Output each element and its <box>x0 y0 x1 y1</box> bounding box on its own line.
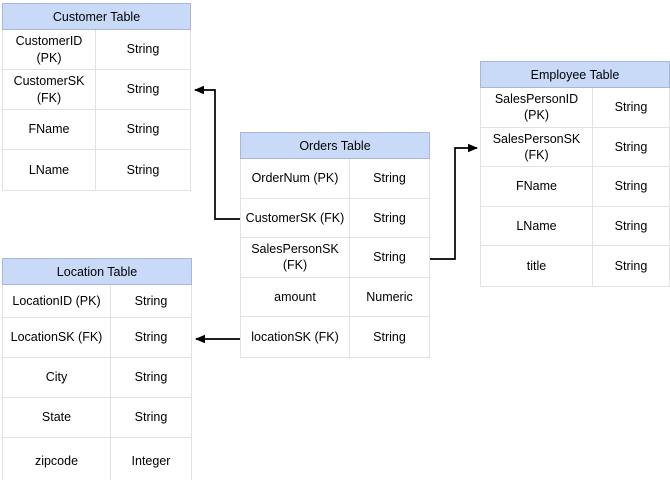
field-name-cell: LName <box>481 206 593 246</box>
field-name-cell: FName <box>481 167 593 207</box>
entity-table-employee: Employee Table SalesPersonID (PK) String… <box>480 61 670 287</box>
table-title: Orders Table <box>240 132 430 159</box>
field-type-cell: String <box>111 318 191 358</box>
table-row: OrderNum (PK) String <box>241 159 429 199</box>
field-name-cell: SalesPersonSK (FK) <box>481 127 593 167</box>
field-type-cell: String <box>593 167 669 207</box>
table-row: SalesPersonSK (FK) String <box>481 127 669 167</box>
table-row: City String <box>3 358 191 398</box>
field-name-cell: SalesPersonSK (FK) <box>241 238 350 278</box>
table-row: CustomerID (PK) String <box>3 30 190 70</box>
table-body: SalesPersonID (PK) String SalesPersonSK … <box>480 88 670 287</box>
table-row: SalesPersonID (PK) String <box>481 88 669 128</box>
table-row: LocationID (PK) String <box>3 285 191 318</box>
field-name-cell: CustomerSK (FK) <box>241 198 350 238</box>
field-name-cell: LName <box>3 150 96 190</box>
table-row: State String <box>3 398 191 438</box>
table-body: OrderNum (PK) String CustomerSK (FK) Str… <box>240 159 430 358</box>
field-type-cell: String <box>593 128 669 167</box>
field-name-cell: amount <box>241 277 350 317</box>
table-row: LocationSK (FK) String <box>3 318 191 358</box>
table-row: title String <box>481 246 669 286</box>
field-name-cell: LocationID (PK) <box>3 285 111 318</box>
field-name-cell: title <box>481 246 593 286</box>
table-row: amount Numeric <box>241 277 429 317</box>
field-type-cell: String <box>111 285 191 318</box>
field-type-cell: String <box>96 70 190 110</box>
field-name-cell: CustomerSK (FK) <box>3 70 96 110</box>
table-title: Employee Table <box>480 61 670 88</box>
table-row: locationSK (FK) String <box>241 317 429 357</box>
field-type-cell: String <box>593 88 669 128</box>
field-type-cell: String <box>614 258 648 273</box>
table-row: SalesPersonSK (FK) String <box>241 238 429 278</box>
relation-arrow-orders-to-customer <box>194 85 240 220</box>
entity-table-customer: Customer Table CustomerID (PK) String Cu… <box>2 3 191 191</box>
table-body: CustomerID (PK) String CustomerSK (FK) S… <box>2 30 191 191</box>
table-row: LName String <box>481 206 669 246</box>
table-row: FName String <box>481 167 669 207</box>
table-row: CustomerSK (FK) String <box>241 198 429 238</box>
field-type-cell: String <box>593 207 669 246</box>
entity-table-location: Location Table LocationID (PK) String Lo… <box>2 258 192 480</box>
table-row: FName String <box>3 110 190 150</box>
field-type-cell: String <box>111 358 191 398</box>
field-type-cell: Numeric <box>350 278 429 317</box>
field-name-cell: zipcode <box>3 438 111 480</box>
field-type-cell: String <box>350 238 429 278</box>
table-title: Location Table <box>2 258 192 285</box>
field-name-cell: SalesPersonID (PK) <box>481 88 593 128</box>
field-type-cell: String <box>96 30 190 70</box>
field-type-cell: String <box>111 398 191 438</box>
field-type-cell: String <box>350 159 429 199</box>
field-name-cell: FName <box>3 110 96 150</box>
table-title: Customer Table <box>2 3 191 30</box>
table-row: zipcode Integer <box>3 438 191 480</box>
field-name-cell: locationSK (FK) <box>241 317 350 357</box>
field-name-cell: OrderNum (PK) <box>241 159 350 199</box>
field-type-cell: String <box>126 162 160 177</box>
field-name-cell: CustomerID (PK) <box>3 30 96 70</box>
entity-table-orders: Orders Table OrderNum (PK) String Custom… <box>240 132 430 358</box>
field-type-cell: String <box>96 110 190 150</box>
field-name-cell: LocationSK (FK) <box>3 318 111 358</box>
table-body: LocationID (PK) String LocationSK (FK) S… <box>2 285 192 480</box>
table-row: CustomerSK (FK) String <box>3 70 190 110</box>
field-type-cell: String <box>350 199 429 238</box>
relation-arrow-orders-to-employee <box>430 143 478 260</box>
field-type-cell: String <box>373 329 406 344</box>
table-row: LName String <box>3 150 190 190</box>
field-type-cell: Integer <box>131 453 171 468</box>
field-name-cell: State <box>3 398 111 438</box>
field-name-cell: City <box>3 358 111 398</box>
